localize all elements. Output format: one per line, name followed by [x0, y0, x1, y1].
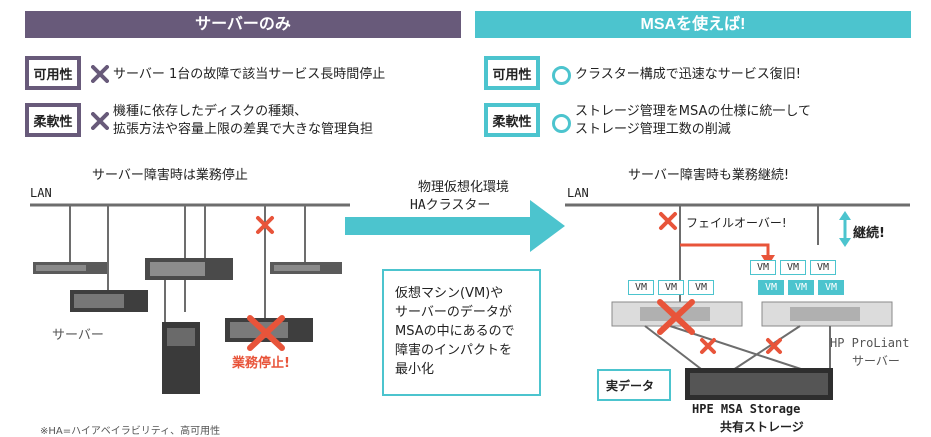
footnote: ※HA=ハイアベイラビリティ、高可用性: [40, 426, 221, 437]
availability-tag-left: 可用性: [25, 56, 81, 90]
proliant-server-label: サーバー: [852, 354, 900, 368]
failure-x-icon: [256, 216, 274, 234]
circle-mark-icon: [552, 114, 571, 133]
flexibility-desc-right-2: ストレージ管理工数の削減: [575, 122, 731, 137]
right-lan-label: LAN: [567, 186, 589, 200]
callout-line: 障害のインパクトを: [395, 343, 513, 358]
right-header: MSAを使えば!: [475, 11, 911, 38]
failure-x-icon: [659, 212, 677, 230]
storage-link: [644, 325, 706, 373]
server-label: サーバー: [52, 328, 104, 343]
real-data-label: 実データ: [606, 379, 655, 393]
callout-line: サーバーのデータが: [395, 305, 512, 320]
continue-label: 継続!: [853, 226, 885, 241]
failure-x-icon: [700, 338, 716, 354]
rack-server-icon: [70, 290, 148, 312]
vm-box: VM: [750, 260, 776, 275]
flexibility-desc-right-1: ストレージ管理をMSAの仕様に統一して: [575, 104, 811, 119]
left-header: サーバーのみ: [25, 11, 461, 38]
right-diagram-title: サーバー障害時も業務継続!: [628, 168, 790, 183]
left-diagram-title: サーバー障害時は業務停止: [92, 168, 248, 183]
continue-arrow-bottom: [839, 238, 851, 247]
physical-virtual-label: 物理仮想化環境: [418, 180, 510, 195]
msa-storage-icon: [685, 368, 833, 400]
msa-storage-label: HPE MSA Storage: [692, 402, 801, 416]
flexibility-tag-right: 柔軟性: [484, 103, 540, 137]
vm-box: VM: [780, 260, 806, 275]
rack-server-icon: [33, 262, 107, 274]
circle-mark-icon: [552, 66, 571, 85]
callout-line: 最小化: [395, 362, 435, 377]
vm-box: VM: [788, 280, 814, 295]
middle-callout-box: [382, 269, 541, 396]
business-stop-label: 業務停止!: [232, 356, 290, 371]
tower-server-icon: [162, 322, 200, 394]
ha-cluster-label: HAクラスター: [410, 198, 491, 213]
availability-tag-right: 可用性: [484, 56, 540, 90]
vm-box: VM: [658, 280, 684, 295]
real-data-box: [597, 369, 671, 401]
proliant-server-icon: [761, 301, 893, 327]
flexibility-desc-left-2: 拡張方法や容量上限の差異で大きな管理負担: [113, 122, 374, 137]
shared-storage-label: 共有ストレージ: [720, 420, 804, 434]
left-lan-label: LAN: [30, 186, 52, 200]
failure-x-icon: [766, 338, 782, 354]
vm-box: VM: [688, 280, 714, 295]
flexibility-tag-left: 柔軟性: [25, 103, 81, 137]
x-mark-icon: [91, 65, 109, 83]
failover-label: フェイルオーバー!: [686, 216, 787, 230]
transition-arrow-icon: [345, 200, 565, 252]
availability-desc-right: クラスター構成で迅速なサービス復旧!: [575, 67, 801, 82]
callout-line: MSAの中にあるので: [395, 324, 515, 339]
x-mark-icon: [91, 112, 109, 130]
vm-box: VM: [810, 260, 836, 275]
middle-callout-text: 仮想マシン(VM)や サーバーのデータが MSAの中にあるので 障害のインパクト…: [395, 284, 515, 379]
storage-link: [729, 325, 801, 373]
rack-server-icon: [270, 262, 342, 274]
failure-x-icon: [247, 315, 285, 351]
continue-arrow-top: [839, 211, 851, 220]
flexibility-desc-left-1: 機種に依存したディスクの種類、: [113, 104, 308, 119]
vm-box: VM: [818, 280, 844, 295]
failure-x-icon: [657, 299, 695, 335]
callout-line: 仮想マシン(VM)や: [395, 286, 504, 301]
vm-box: VM: [628, 280, 654, 295]
proliant-label: HP ProLiant: [830, 336, 910, 350]
vm-box: VM: [758, 280, 784, 295]
rack-server-icon: [145, 258, 233, 280]
availability-desc-left: サーバー 1台の故障で該当サービス長時間停止: [113, 67, 386, 82]
failover-arrow-icon: [680, 243, 770, 258]
